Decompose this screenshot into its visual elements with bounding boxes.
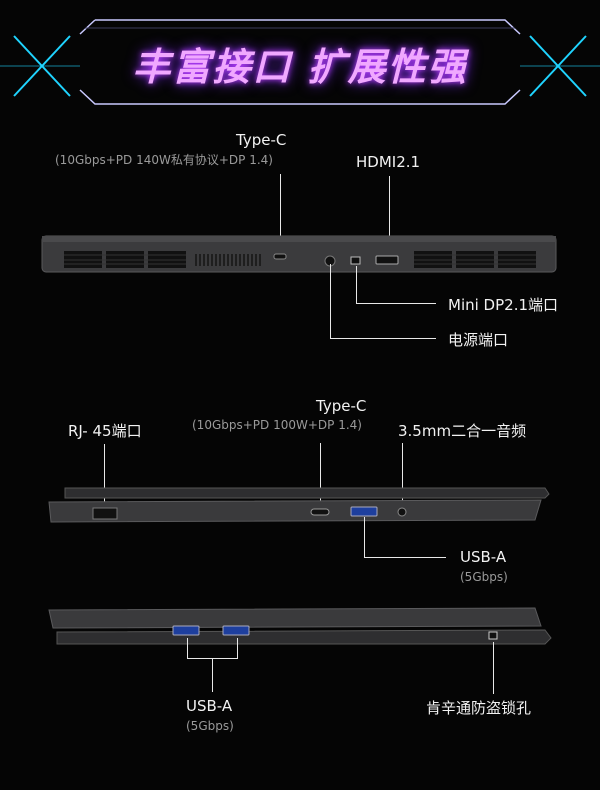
back-typec-port-icon: [273, 253, 287, 260]
right-usba-leader-1: [187, 638, 188, 658]
minidp-leader-line-h: [356, 303, 436, 304]
power-label: 电源端口: [448, 331, 509, 349]
left-typec-port-icon: [310, 508, 330, 516]
lock-label: 肯辛通防盗锁孔: [426, 699, 532, 717]
laptop-right-view: [48, 607, 552, 645]
lock-leader-line: [493, 642, 494, 694]
left-typec-spec: (10Gbps+PD 100W+DP 1.4): [192, 418, 362, 432]
right-usba-label: USB-A: [186, 697, 233, 715]
left-x-icon: [0, 35, 80, 97]
audio-jack-icon: [397, 507, 407, 517]
left-typec-label: Type-C: [316, 397, 367, 415]
rj45-port-icon: [92, 507, 118, 520]
right-usba-port-1-icon: [172, 625, 200, 636]
right-usba-port-2-icon: [222, 625, 250, 636]
left-typec-leader-line: [320, 443, 321, 505]
minidp-leader-line-v: [356, 266, 357, 303]
minidp-port-icon: [350, 256, 361, 265]
laptop-back-view: [41, 235, 557, 273]
right-usba-leader-2: [237, 638, 238, 658]
hdmi-leader-line: [389, 176, 390, 253]
back-typec-spec: (10Gbps+PD 140W私有协议+DP 1.4): [55, 153, 273, 167]
right-usba-leader-down: [212, 658, 213, 692]
laptop-left-view: [48, 487, 550, 523]
minidp-label: Mini DP2.1端口: [448, 296, 559, 314]
left-usba-leader-line-h: [364, 557, 446, 558]
rj45-label: RJ- 45端口: [68, 422, 142, 440]
left-usba-port-icon: [350, 506, 378, 517]
left-usba-spec: (5Gbps): [460, 570, 508, 584]
audio-leader-line: [402, 443, 403, 503]
right-usba-spec: (5Gbps): [186, 719, 234, 733]
back-typec-label: Type-C: [236, 131, 287, 149]
power-leader-line-v: [330, 264, 331, 338]
right-x-icon: [520, 35, 600, 97]
rj45-leader-line: [104, 444, 105, 508]
hdmi-port-icon: [375, 255, 399, 265]
power-leader-line-h: [330, 338, 436, 339]
hdmi-label: HDMI2.1: [356, 153, 421, 171]
page-title: 丰富接口 扩展性强: [132, 45, 468, 89]
left-usba-leader-line-v: [364, 517, 365, 557]
kensington-lock-icon: [488, 631, 498, 640]
banner-frame-graphic: [0, 19, 600, 105]
header-banner: 丰富接口 扩展性强: [0, 0, 600, 118]
audio-label: 3.5mm二合一音频: [398, 422, 527, 440]
left-usba-label: USB-A: [460, 548, 507, 566]
back-typec-leader-line: [280, 174, 281, 252]
